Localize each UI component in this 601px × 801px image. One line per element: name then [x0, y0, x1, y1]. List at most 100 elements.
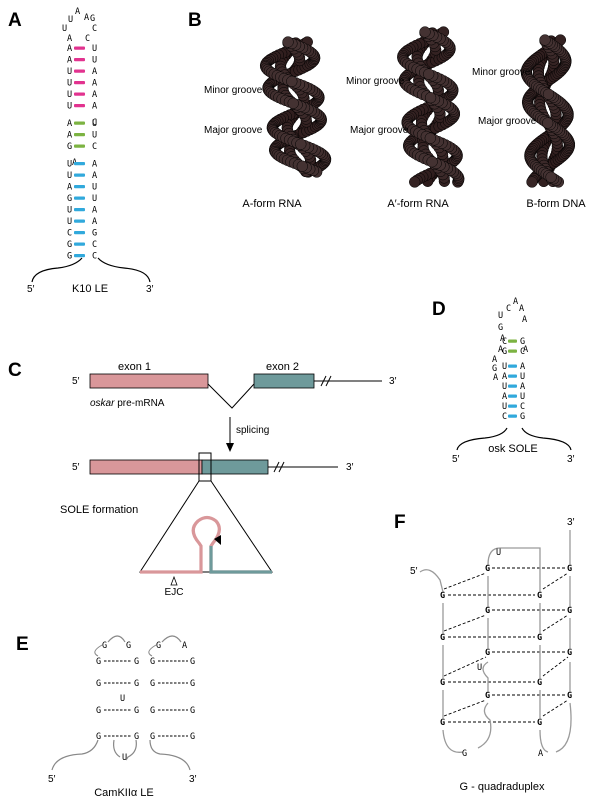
pair-nt-right: A [92, 171, 97, 181]
pair-nt-right: G [92, 229, 97, 239]
g-nt: G [440, 678, 445, 688]
hoogsteen-bond [542, 572, 569, 590]
pair-nt-right: U [520, 392, 525, 402]
major-groove-label: Major groove [478, 116, 537, 127]
pair-bond [74, 196, 85, 200]
linker-line [125, 739, 137, 761]
three-prime-label: 3′ [189, 774, 197, 785]
pair-nt-left: G [502, 347, 507, 357]
pair-bond [74, 46, 85, 50]
loop-nt: G [102, 641, 107, 651]
pair-bond [508, 364, 517, 368]
major-groove-label: Major groove [204, 125, 263, 136]
pair-nt-left: U [502, 362, 507, 372]
helix-forms: Minor groove Major groove Minor groove M… [204, 26, 586, 210]
g-nt: G [134, 679, 139, 689]
loop-nt: U [498, 311, 503, 321]
pair-nt-left: G [67, 252, 72, 262]
pair-nt-right: G [520, 337, 525, 347]
pair-nt-left: A [67, 131, 72, 141]
pair-nt-left: A [502, 392, 507, 402]
oskar-splicing: exon 1 exon 2 5′ 3′ oskar pre-mRNA splic… [60, 361, 397, 598]
pair-bond [74, 92, 85, 96]
hoogsteen-bond [443, 656, 487, 677]
backbone [442, 603, 464, 753]
loop-nt: U [68, 15, 73, 25]
helix-bead [423, 68, 435, 80]
pair-nt-right: A [92, 206, 97, 216]
pair-bond [74, 162, 85, 166]
exon2-label: exon 2 [266, 361, 299, 373]
minor-groove-label: Minor groove [472, 67, 531, 78]
helix-bead [426, 156, 438, 168]
exon1-label: exon 1 [118, 361, 151, 373]
a-form-rna-helix [259, 36, 332, 178]
pair-nt-left: U [67, 217, 72, 227]
pair-nt-left: U [67, 160, 72, 170]
b-form-dna-helix [520, 34, 576, 188]
loop-nt: C [92, 24, 97, 34]
intron-line [207, 383, 255, 409]
pair-bond [74, 81, 85, 85]
pair-nt-right: A [520, 382, 525, 392]
pair-nt-left: U [502, 402, 507, 412]
sole-formation-label: SOLE formation [60, 504, 138, 516]
helix-bead [286, 75, 298, 88]
strand-5-tail [456, 427, 508, 451]
bulge-nt: A [492, 355, 497, 365]
linker-u: U [122, 753, 127, 763]
bulge-nt: C [92, 118, 97, 128]
loop-nt: C [85, 34, 90, 44]
pair-bond [74, 254, 85, 258]
five-prime-label: 5′ [410, 566, 418, 577]
g-nt: G [150, 679, 155, 689]
pair-nt-left: U [67, 90, 72, 100]
pair-nt-left: U [67, 206, 72, 216]
strand-3-tail [97, 257, 151, 283]
helix-bead [295, 138, 307, 150]
pair-nt-right: A [523, 345, 528, 355]
bottom-loop-a: A [538, 749, 543, 759]
g-nt: G [96, 732, 101, 742]
pair-bond [74, 69, 85, 73]
pair-bond [74, 173, 85, 177]
g-nt: G [134, 732, 139, 742]
pair-bond [74, 58, 85, 62]
g-nt: G [567, 606, 572, 616]
pair-nt-right: U [92, 183, 97, 193]
pair-nt-right: A [92, 79, 97, 89]
pair-nt-right: U [92, 119, 97, 129]
g-nt: G [537, 591, 542, 601]
helix-bead [296, 160, 308, 172]
pair-bond [74, 208, 85, 212]
loop-nt: A [182, 641, 187, 651]
pair-nt-left: A [502, 372, 507, 382]
pair-bond [74, 133, 85, 137]
pair-nt-left: G [67, 142, 72, 152]
pair-nt-left: U [67, 102, 72, 112]
loop-nt: A [75, 7, 80, 17]
g-nt: G [150, 706, 155, 716]
g-nt: G [537, 718, 542, 728]
panel-label-a: A [8, 10, 22, 31]
ejc-marker [170, 575, 178, 586]
g-nt: G [567, 648, 572, 658]
g-nt: G [440, 591, 445, 601]
loop-nt: A [500, 334, 505, 344]
helix-bead [409, 176, 421, 188]
pair-nt-left: G [67, 194, 72, 204]
helix-bead [287, 97, 299, 109]
g-nt: G [134, 657, 139, 667]
five-prime-label: 5′ [72, 376, 80, 387]
pair-nt-right: C [92, 142, 97, 152]
hoogsteen-bond [542, 614, 569, 632]
hoogsteen-bond [542, 699, 569, 717]
pair-nt-left: A [67, 44, 72, 54]
junction-box [198, 452, 212, 482]
three-prime-label: 3′ [346, 462, 354, 473]
sole-hairpin-teal [209, 546, 272, 574]
g-nt: G [96, 657, 101, 667]
